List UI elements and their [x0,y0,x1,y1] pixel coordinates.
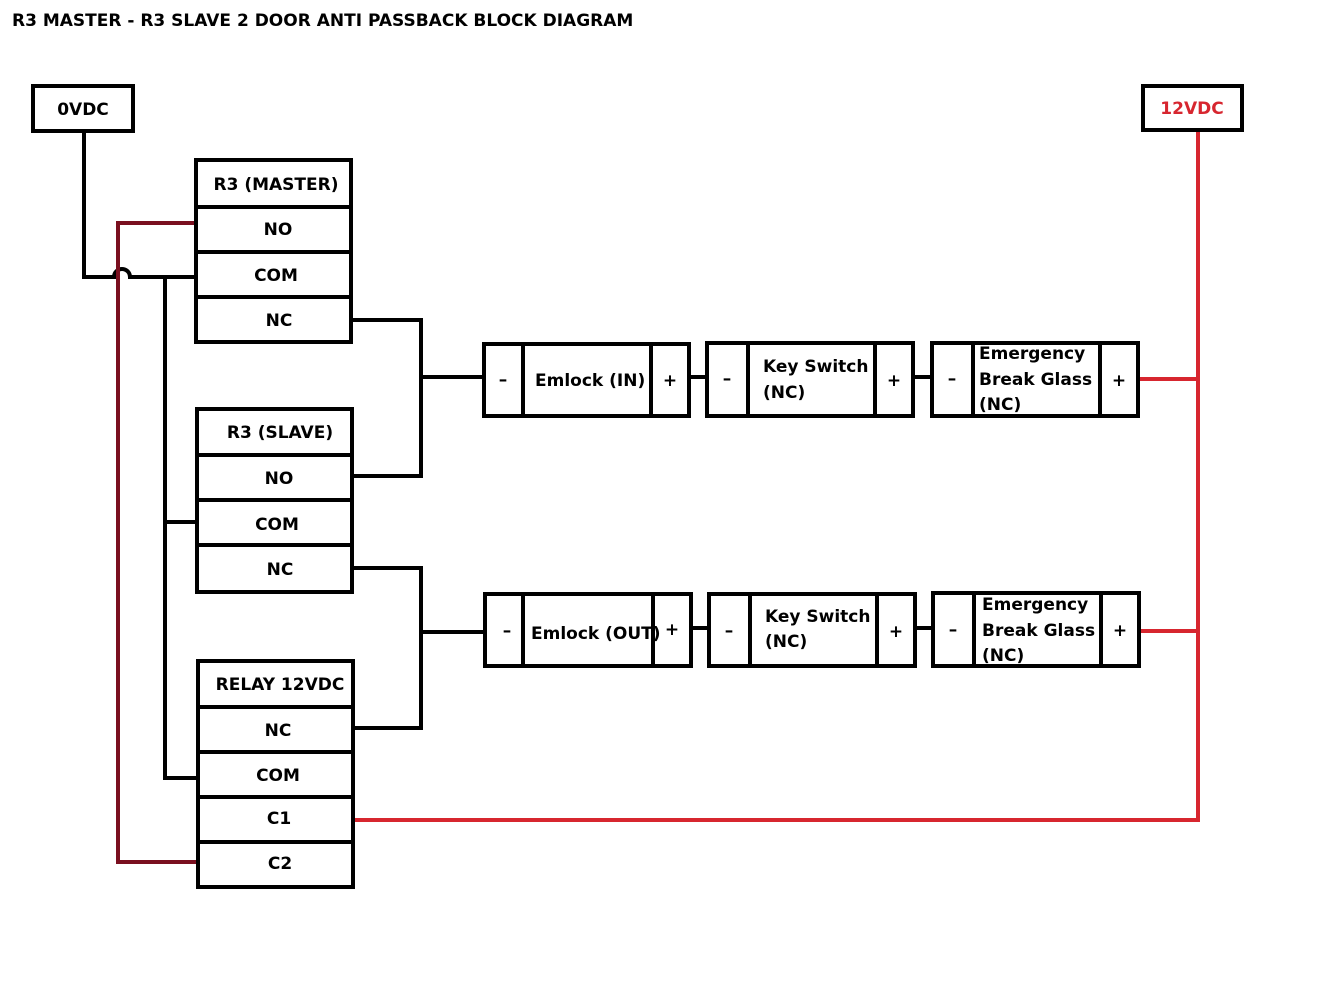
breakglass-in-minus: – [948,369,957,389]
wire-slave-nc-to-emlock-out [350,566,423,730]
keyswitch-in-plus-box [873,341,915,418]
r3-slave-module: R3 (SLAVE) NO COM NC [195,407,354,594]
breakglass-out-minus: – [949,620,958,640]
breakglass-in-plus: + [1112,371,1126,391]
power-12vdc-label: 12VDC [1160,99,1223,119]
breakglass-out-minus-box [931,591,976,668]
breakglass-out: – Emergency Break Glass (NC) + [931,591,1141,668]
r3-master-header-box [194,158,353,209]
r3-master-nc: NC [266,311,293,331]
r3-master-module: R3 (MASTER) NO COM NC [194,158,353,344]
relay-c1: C1 [267,809,291,829]
r3-master-no: NO [264,220,293,240]
keyswitch-out: – Key Switch (NC) + [707,592,917,668]
r3-master-no-box [194,205,353,254]
emlock-out-minus: – [503,621,512,641]
emlock-out-plus: + [665,620,679,640]
power-12vdc: 12VDC [1141,84,1244,132]
keyswitch-in-label-2: (NC) [763,383,805,403]
power-0vdc-label: 0VDC [57,100,109,120]
breakglass-in-label-1: Emergency [979,344,1085,364]
breakglass-in-plus-box [1098,341,1140,418]
keyswitch-out-plus-box [875,592,917,668]
relay-c1-box [196,795,355,844]
relay-header-box [196,659,355,709]
r3-slave-header: R3 (SLAVE) [227,423,333,443]
keyswitch-in-minus-box [705,341,750,418]
breakglass-out-plus-box [1099,591,1141,668]
keyswitch-out-body-box [748,592,879,668]
breakglass-out-label-1: Emergency [982,595,1088,615]
relay-com-box [196,750,355,799]
wire-master-nc-to-emlock-in [350,318,423,478]
emlock-in-plus: + [663,371,677,391]
emlock-out-minus-box [483,592,525,668]
keyswitch-out-minus: – [725,621,734,641]
keyswitch-out-minus-box [707,592,752,668]
keyswitch-in-body-box [746,341,877,418]
keyswitch-out-label-2: (NC) [765,632,807,652]
relay-c2-box [196,840,355,889]
keyswitch-in-minus: – [723,369,732,389]
relay-com: COM [256,766,300,786]
power-0vdc: 0VDC [31,84,135,133]
r3-slave-nc-box [195,543,354,594]
r3-master-header: R3 (MASTER) [214,175,339,195]
breakglass-out-body-box [972,591,1103,668]
diagram-title: R3 MASTER - R3 SLAVE 2 DOOR ANTI PASSBAC… [12,11,633,31]
wire-12vdc-bus [350,130,1200,822]
emlock-in-body-box [521,342,653,418]
r3-slave-no-box [195,453,354,502]
r3-slave-com-box [195,498,354,547]
r3-master-com: COM [254,266,298,286]
emlock-out-label: Emlock (OUT) [531,624,661,644]
wire-com-bus [163,275,199,780]
emlock-in-label: Emlock (IN) [535,371,645,391]
keyswitch-in-label-1: Key Switch [763,357,869,377]
wire-c2-link [116,221,199,864]
relay-nc: NC [265,721,292,741]
wire-0vdc-hop [111,267,133,280]
emlock-out: – Emlock (OUT) + [483,592,693,668]
power-12vdc-box [1141,84,1244,132]
breakglass-out-label-2: Break Glass [982,621,1095,641]
breakglass-out-label-3: (NC) [982,646,1024,666]
emlock-in: – Emlock (IN) + [482,342,691,418]
breakglass-in-minus-box [930,341,975,418]
relay-c2: C2 [268,854,292,874]
relay-nc-box [196,705,355,754]
r3-slave-com: COM [255,515,299,535]
keyswitch-in-plus: + [887,371,901,391]
keyswitch-in: – Key Switch (NC) + [705,341,915,418]
relay-header: RELAY 12VDC [216,675,345,695]
relay-module: RELAY 12VDC NC COM C1 C2 [196,659,355,889]
keyswitch-out-plus: + [889,622,903,642]
r3-slave-no: NO [265,469,294,489]
wire-0vdc-down [82,130,116,279]
emlock-in-minus-box [482,342,525,418]
breakglass-in: – Emergency Break Glass (NC) + [930,341,1140,418]
breakglass-out-plus: + [1113,621,1127,641]
breakglass-in-label-2: Break Glass [979,370,1092,390]
breakglass-in-body-box [971,341,1102,418]
emlock-out-plus-box [651,592,693,668]
emlock-in-minus: – [499,370,508,390]
breakglass-in-label-3: (NC) [979,395,1021,415]
r3-slave-nc: NC [267,560,294,580]
keyswitch-out-label-1: Key Switch [765,607,871,627]
emlock-in-plus-box [649,342,691,418]
power-0vdc-box [31,84,135,133]
r3-master-nc-box [194,295,353,344]
